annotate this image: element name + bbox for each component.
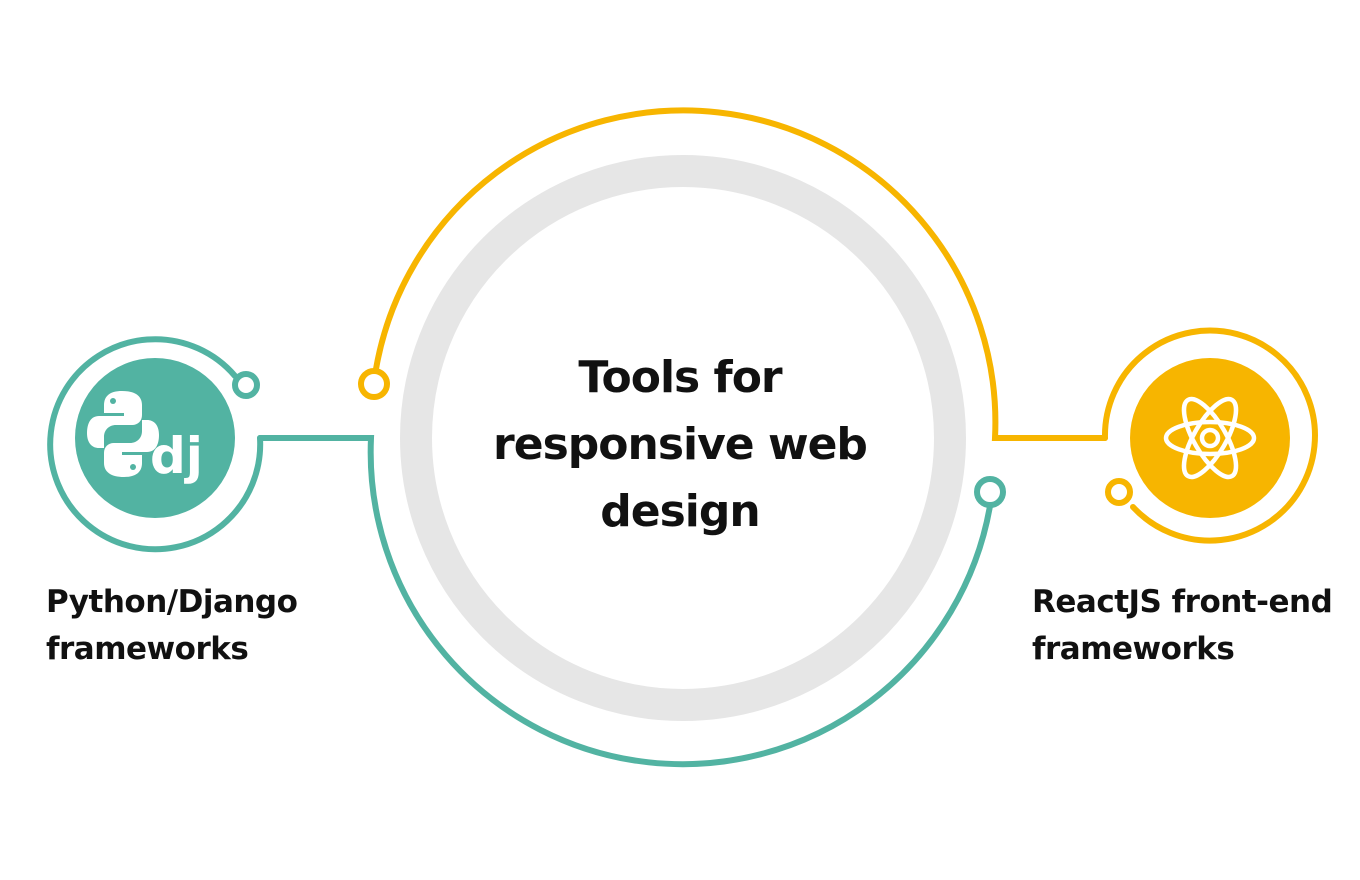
center-title-line: responsive web [493, 419, 868, 470]
python-django-icon: dj [87, 391, 203, 485]
react-label-line: ReactJS front-end [1032, 584, 1333, 620]
react-label-line: frameworks [1032, 631, 1235, 667]
react-node [1101, 327, 1318, 544]
react-atom-icon [1163, 396, 1257, 480]
python-django-node: dj [47, 336, 264, 553]
teal-outer-ring [47, 336, 264, 553]
gold-arc-end-node [358, 368, 390, 400]
gold-icon-disc [1130, 358, 1290, 518]
teal-connector-arc [257, 435, 993, 768]
teal-ring-end-node [232, 371, 260, 399]
python-django-label: Python/Django frameworks [46, 579, 298, 673]
django-dj-glyph: dj [150, 427, 203, 485]
python-django-label-line: Python/Django [46, 584, 298, 620]
center-title-line: Tools for [578, 352, 782, 403]
gold-connector-arc [373, 107, 1108, 441]
teal-arc-end-node [974, 476, 1006, 508]
gold-ring-end-node [1105, 478, 1133, 506]
center-title-line: design [600, 486, 760, 537]
gold-outer-ring [1101, 327, 1318, 544]
react-label: ReactJS front-end frameworks [1032, 579, 1333, 673]
center-title: Tools for responsive web design [480, 344, 880, 545]
python-django-label-line: frameworks [46, 631, 249, 667]
center-ring [400, 155, 966, 721]
